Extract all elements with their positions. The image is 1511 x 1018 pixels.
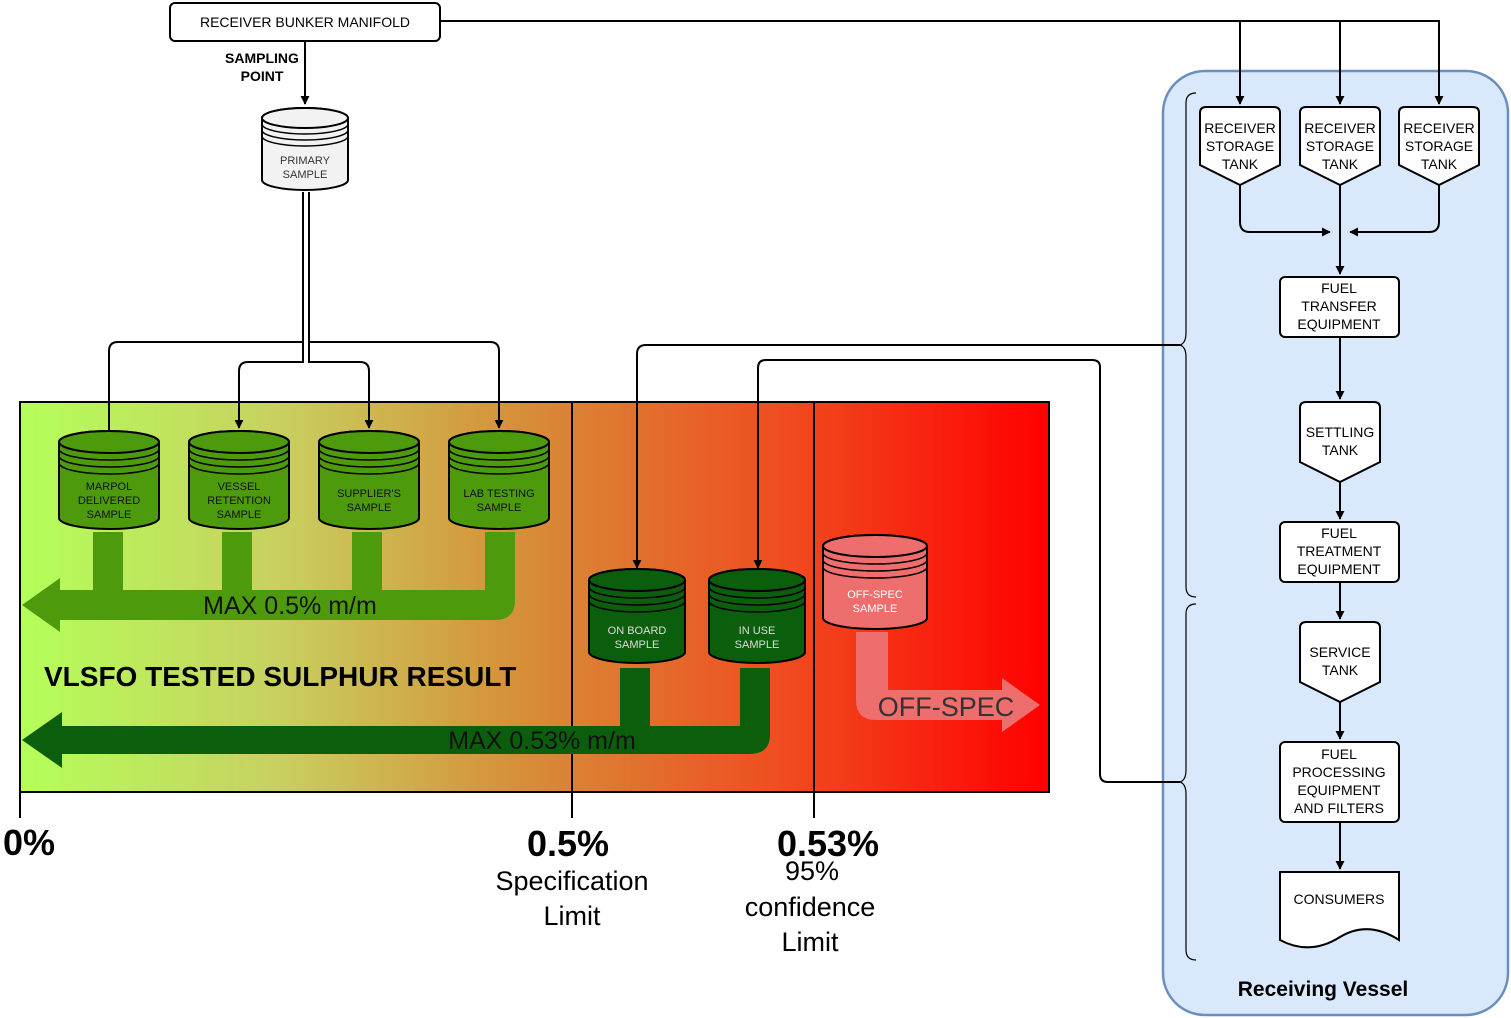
sampling-point-label-1: SAMPLING — [225, 50, 299, 66]
receiver-storage-tank-2: RECEIVER STORAGE TANK — [1299, 106, 1381, 187]
processing-label-1: FUEL — [1321, 746, 1357, 762]
lab-testing-sample: LAB TESTING SAMPLE — [448, 430, 550, 530]
confidence-caption-3: Limit — [781, 927, 839, 957]
scale-title: VLSFO TESTED SULPHUR RESULT — [44, 661, 516, 692]
storage-tank-1-label-1: RECEIVER — [1204, 120, 1276, 136]
connectors — [108, 20, 1444, 870]
in-use-sample: IN USE SAMPLE — [708, 568, 806, 664]
primary-sample-label-1: PRIMARY — [280, 155, 331, 167]
suppliers-sample: SUPPLIER'S SAMPLE — [318, 430, 420, 530]
transfer-label-1: FUEL — [1321, 280, 1357, 296]
receiving-vessel-title: Receiving Vessel — [1238, 978, 1408, 1001]
settling-label-1: SETTLING — [1306, 424, 1374, 440]
fuel-transfer-equipment: FUEL TRANSFER EQUIPMENT — [1279, 276, 1400, 338]
vessel-retention-label-1: VESSEL — [218, 481, 261, 493]
manifold-label: RECEIVER BUNKER MANIFOLD — [200, 14, 410, 30]
processing-label-2: PROCESSING — [1292, 764, 1385, 780]
in-use-label-2: SAMPLE — [735, 639, 780, 651]
off-spec-sample-label-2: SAMPLE — [853, 603, 898, 615]
marpol-label-2: DELIVERED — [78, 495, 140, 507]
treatment-label-1: FUEL — [1321, 525, 1357, 541]
confidence-caption-1: 95% — [785, 856, 839, 886]
storage-tank-1-label-3: TANK — [1222, 156, 1259, 172]
max-05-arrow — [22, 532, 515, 632]
consumers-label: CONSUMERS — [1293, 891, 1384, 907]
storage-tank-1-label-2: STORAGE — [1206, 138, 1274, 154]
treatment-label-2: TREATMENT — [1297, 543, 1382, 559]
settling-tank: SETTLING TANK — [1299, 401, 1381, 484]
lab-testing-label-1: LAB TESTING — [463, 488, 534, 500]
processing-label-4: AND FILTERS — [1294, 800, 1384, 816]
storage-tank-2-label-2: STORAGE — [1306, 138, 1374, 154]
fuel-treatment-equipment: FUEL TREATMENT EQUIPMENT — [1279, 521, 1400, 583]
vessel-retention-label-2: RETENTION — [207, 495, 271, 507]
vessel-retention-label-3: SAMPLE — [217, 509, 262, 521]
transfer-label-2: TRANSFER — [1301, 298, 1376, 314]
consumers: CONSUMERS — [1279, 871, 1400, 949]
on-board-sample: ON BOARD SAMPLE — [588, 568, 686, 664]
receiver-bunker-manifold — [169, 2, 441, 42]
storage-tank-2-label-3: TANK — [1322, 156, 1359, 172]
on-board-label-1: ON BOARD — [608, 625, 667, 637]
scale-zero-label: 0% — [3, 822, 55, 863]
marpol-label-1: MARPOL — [86, 481, 132, 493]
spec-limit-caption-2: Limit — [543, 901, 601, 931]
storage-tank-2-label-1: RECEIVER — [1304, 120, 1376, 136]
off-spec-arrow — [856, 632, 1040, 732]
marpol-delivered-sample: MARPOL DELIVERED SAMPLE — [58, 430, 160, 530]
confidence-caption-2: confidence — [745, 892, 876, 922]
service-tank: SERVICE TANK — [1299, 621, 1381, 704]
storage-tank-3-label-2: STORAGE — [1405, 138, 1473, 154]
suppliers-label-1: SUPPLIER'S — [337, 488, 401, 500]
storage-tank-3-label-3: TANK — [1421, 156, 1458, 172]
receiver-storage-tank-1: RECEIVER STORAGE TANK — [1199, 106, 1281, 187]
primary-sample-label-2: SAMPLE — [283, 169, 328, 181]
max-053-label: MAX 0.53% m/m — [448, 727, 636, 755]
confidence-limit-value: 0.53% — [777, 823, 879, 864]
marpol-label-3: SAMPLE — [87, 509, 132, 521]
processing-label-3: EQUIPMENT — [1297, 782, 1381, 798]
storage-tank-3-label-1: RECEIVER — [1403, 120, 1475, 136]
max-053-arrow — [22, 668, 770, 768]
receiver-storage-tank-3: RECEIVER STORAGE TANK — [1398, 106, 1480, 187]
lab-testing-label-2: SAMPLE — [477, 502, 522, 514]
vessel-retention-sample: VESSEL RETENTION SAMPLE — [188, 430, 290, 530]
max-05-label: MAX 0.5% m/m — [203, 592, 377, 620]
fuel-processing-equipment: FUEL PROCESSING EQUIPMENT AND FILTERS — [1279, 741, 1400, 823]
suppliers-label-2: SAMPLE — [347, 502, 392, 514]
settling-label-2: TANK — [1322, 442, 1359, 458]
spec-limit-caption-1: Specification — [495, 866, 648, 896]
off-spec-sample-label-1: OFF-SPEC — [847, 589, 903, 601]
off-spec-sample: OFF-SPEC SAMPLE — [822, 534, 928, 630]
treatment-label-3: EQUIPMENT — [1297, 561, 1381, 577]
transfer-label-3: EQUIPMENT — [1297, 316, 1381, 332]
spec-limit-value: 0.5% — [527, 823, 609, 864]
sampling-point-label-2: POINT — [241, 68, 284, 84]
service-label-2: TANK — [1322, 662, 1359, 678]
in-use-label-1: IN USE — [739, 625, 776, 637]
service-label-1: SERVICE — [1309, 644, 1370, 660]
off-spec-arrow-label: OFF-SPEC — [878, 692, 1015, 722]
primary-sample-container: PRIMARY SAMPLE — [261, 107, 349, 191]
on-board-label-2: SAMPLE — [615, 639, 660, 651]
